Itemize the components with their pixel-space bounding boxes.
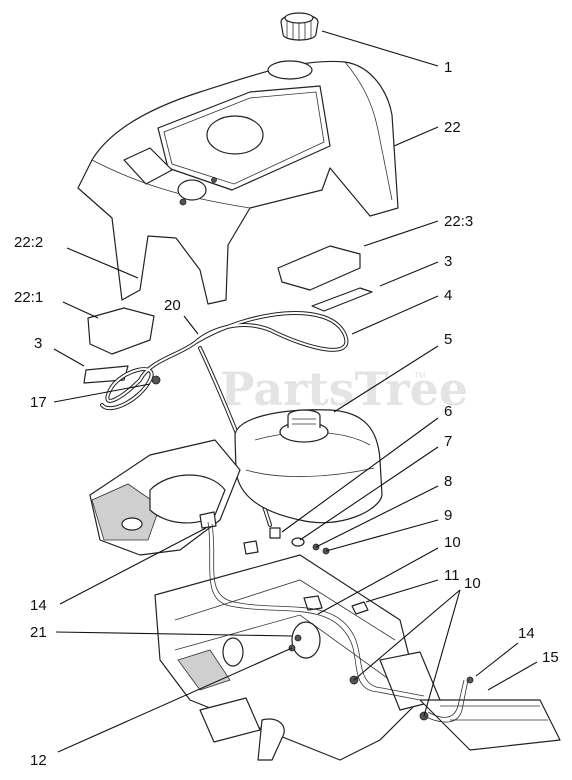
callout-10-upper: 10	[444, 534, 461, 551]
fuel-tank	[234, 409, 383, 524]
hood-fender	[77, 60, 399, 305]
callout-15: 15	[542, 649, 559, 666]
callout-22-3: 22:3	[444, 213, 473, 230]
callout-3-left: 3	[34, 335, 42, 352]
watermark-text: PartsTree	[220, 362, 468, 416]
callout-6: 6	[444, 403, 452, 420]
callout-8: 8	[444, 473, 452, 490]
callout-22-2: 22:2	[14, 234, 43, 251]
callout-22-1: 22:1	[14, 289, 43, 306]
callout-9: 9	[444, 507, 452, 524]
callout-1: 1	[444, 59, 452, 76]
decal-3-right	[311, 287, 373, 312]
callout-5: 5	[444, 331, 452, 348]
callout-7: 7	[444, 433, 452, 450]
callout-labels: 1 22 22:2 22:3 3 22:1 20 4 3 5 17 6 7 8 …	[14, 59, 559, 769]
callout-21: 21	[30, 624, 47, 641]
callout-11: 11	[444, 567, 460, 584]
fittings	[199, 511, 474, 721]
callout-12: 12	[30, 752, 47, 769]
decal-22-1	[87, 307, 155, 355]
leader-lines	[53, 30, 538, 753]
callout-17: 17	[30, 394, 47, 411]
callout-10-lower: 10	[464, 575, 481, 592]
callout-14-left: 14	[30, 597, 47, 614]
callout-22: 22	[444, 119, 461, 136]
decal-22-3	[277, 245, 361, 291]
fuel-tubing	[207, 521, 469, 723]
callout-14-right: 14	[518, 625, 535, 642]
decal-3-left	[83, 365, 129, 384]
watermark-trademark: TM	[414, 371, 426, 380]
fuel-cap	[280, 12, 319, 41]
callout-3-right: 3	[444, 253, 452, 270]
partstree-watermark: PartsTree TM	[220, 362, 468, 416]
callout-4: 4	[444, 287, 452, 304]
callout-20: 20	[164, 297, 181, 314]
